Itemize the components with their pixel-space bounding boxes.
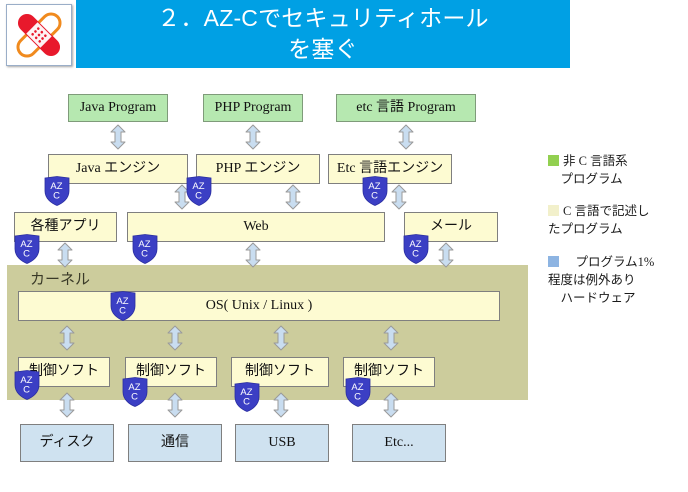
svg-text:C: C [354, 392, 361, 403]
svg-text:C: C [371, 191, 378, 202]
svg-text:C: C [119, 306, 126, 317]
driver-box: 制御ソフト [231, 357, 329, 387]
arrow-driver-device-2 [166, 392, 184, 418]
arrow-java-engine-web [173, 184, 191, 210]
svg-text:C: C [141, 249, 148, 260]
legend-item: C 言語で記述し たプログラム [548, 202, 686, 238]
device-box: Etc... [352, 424, 446, 462]
device-box: ディスク [20, 424, 114, 462]
engine-box: Etc 言語エンジン [328, 154, 452, 184]
arrow-apps-kernel [56, 242, 74, 268]
middleware-box: Web [127, 212, 385, 242]
svg-text:AZ: AZ [192, 181, 204, 192]
arrow-driver-device-4 [382, 392, 400, 418]
bandage-plaster-icon [6, 4, 72, 66]
svg-text:AZ: AZ [116, 296, 128, 307]
arrow-java-program-engine [109, 124, 127, 150]
arrow-web-kernel [244, 242, 262, 268]
svg-text:C: C [412, 249, 419, 260]
legend-item: プログラム1% 程度は例外あり ハードウェア [548, 253, 686, 307]
legend-item-label: 非 C 言語系 プログラム [560, 154, 628, 187]
arrow-php-program-engine [244, 124, 262, 150]
legend-item-label: プログラム1% 程度は例外あり ハードウェア [548, 254, 655, 305]
device-box: 通信 [128, 424, 222, 462]
arrow-os-driver-3 [272, 325, 290, 351]
arrow-mail-kernel [437, 242, 455, 268]
arrow-driver-device-3 [272, 392, 290, 418]
svg-text:AZ: AZ [20, 239, 32, 250]
arrow-os-driver-1 [58, 325, 76, 351]
arrow-etc-engine-web [390, 184, 408, 210]
os-box: OS( Unix / Linux ) [18, 291, 500, 321]
device-box: USB [235, 424, 329, 462]
svg-text:C: C [23, 385, 30, 396]
svg-text:AZ: AZ [138, 239, 150, 250]
legend-color-swatch [548, 205, 559, 217]
arrow-os-driver-2 [166, 325, 184, 351]
engine-box: Java エンジン [48, 154, 188, 184]
svg-text:AZ: AZ [368, 181, 380, 192]
svg-text:AZ: AZ [409, 239, 421, 250]
svg-text:AZ: AZ [20, 375, 32, 386]
engine-box: PHP エンジン [196, 154, 320, 184]
legend-item-label: C 言語で記述し たプログラム [548, 204, 650, 237]
svg-text:AZ: AZ [128, 382, 140, 393]
svg-text:AZ: AZ [50, 181, 62, 192]
svg-text:C: C [131, 392, 138, 403]
program-box: Java Program [68, 94, 168, 122]
legend-color-swatch [548, 255, 559, 267]
arrow-driver-device-1 [58, 392, 76, 418]
svg-text:C: C [53, 191, 60, 202]
svg-text:C: C [243, 397, 250, 408]
arrow-etc-program-engine [397, 124, 415, 150]
svg-text:AZ: AZ [240, 387, 252, 398]
program-box: etc 言語 Program [336, 94, 476, 122]
kernel-label: カーネル [30, 272, 91, 288]
svg-text:AZ: AZ [351, 382, 363, 393]
svg-text:C: C [195, 191, 202, 202]
arrow-os-driver-4 [382, 325, 400, 351]
slide-title-bar: ２．AZ-Cでセキュリティホール を塞ぐ [76, 0, 570, 68]
legend: 非 C 言語系 プログラム C 言語で記述し たプログラム プログラム1% 程度は… [548, 152, 686, 321]
page-title: ２．AZ-Cでセキュリティホール を塞ぐ [157, 5, 489, 62]
legend-color-swatch [548, 155, 559, 166]
legend-item: 非 C 言語系 プログラム [548, 152, 686, 188]
svg-text:C: C [23, 249, 30, 260]
program-box: PHP Program [203, 94, 303, 122]
arrow-php-engine-web [284, 184, 302, 210]
